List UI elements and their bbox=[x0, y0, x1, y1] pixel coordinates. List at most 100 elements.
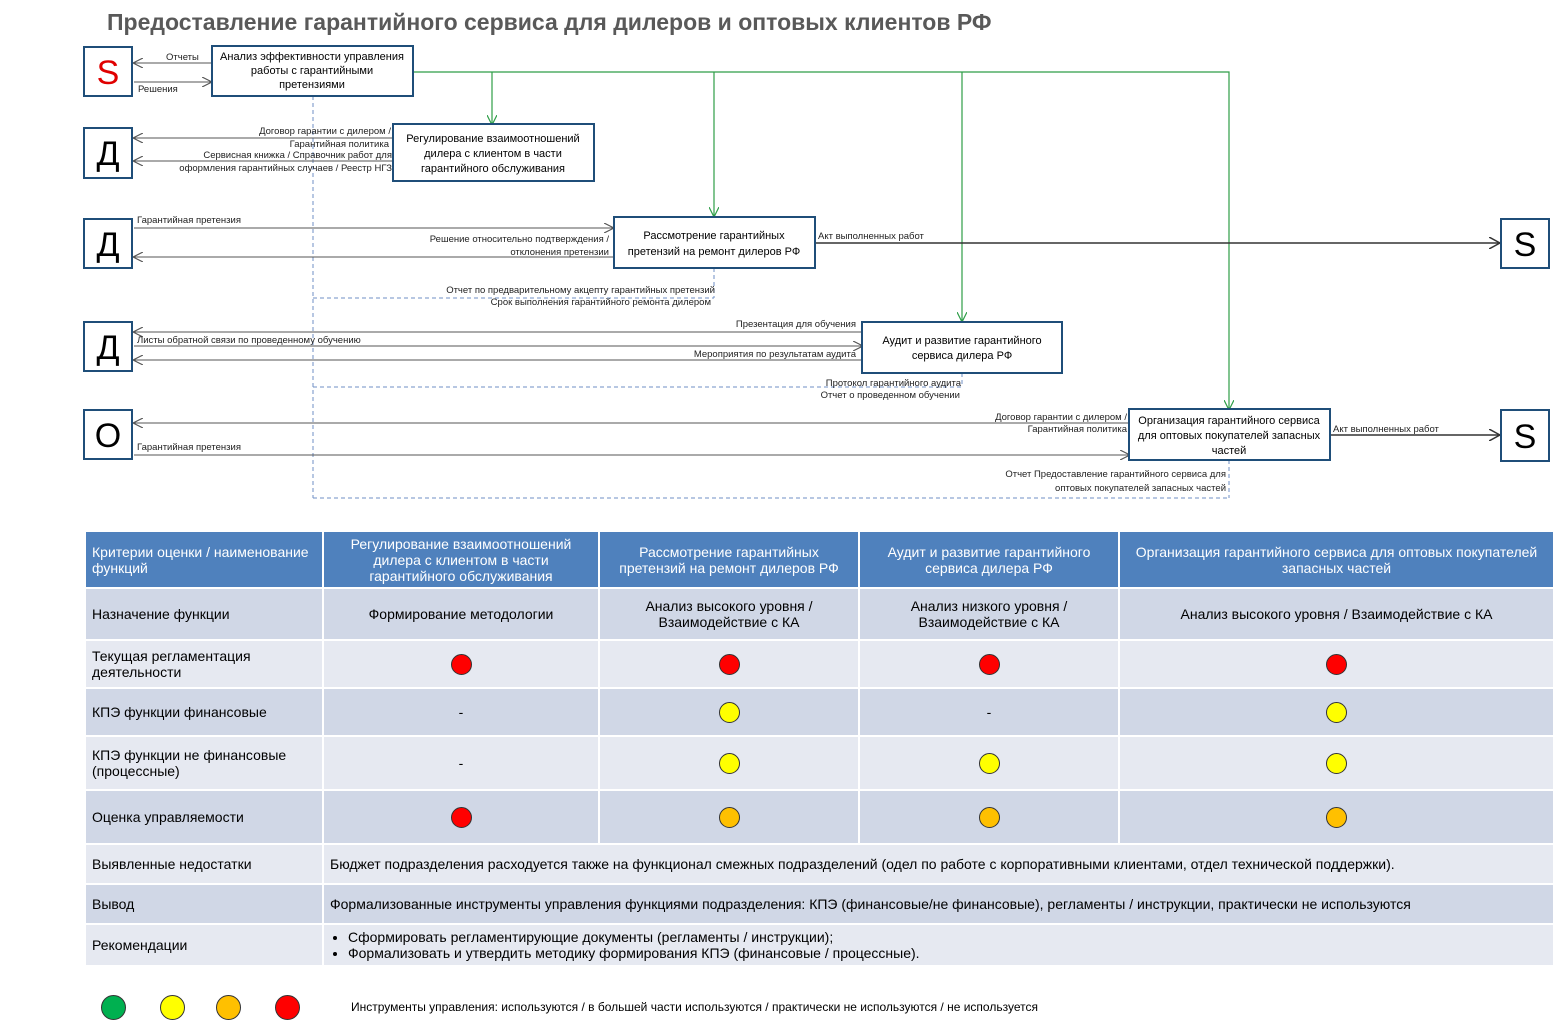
label-contract1: Договор гарантии с дилером / bbox=[259, 126, 391, 137]
label-reports: Отчеты bbox=[166, 52, 199, 63]
label-report-preaccept: Отчет по предварительному акцепту гарант… bbox=[446, 285, 715, 296]
label-act2: Акт выполненных работ bbox=[1333, 424, 1440, 435]
box-analysis-line1: Анализ эффективности управления bbox=[220, 51, 404, 63]
box-regulation-line2: дилера с клиентом в части bbox=[424, 148, 562, 160]
header-criteria: Критерии оценки / наименование функций bbox=[86, 532, 322, 587]
label-claim1: Гарантийная претензия bbox=[137, 215, 241, 226]
label-feedback: Листы обратной связи по проведенному обу… bbox=[137, 335, 361, 346]
label-report-term: Срок выполнения гарантийного ремонта дил… bbox=[491, 297, 711, 308]
label-policy2: Гарантийная политика bbox=[1028, 424, 1128, 435]
box-wholesale-line1: Организация гарантийного сервиса bbox=[1138, 415, 1320, 427]
row-regulation-label: Текущая регламентация деятельности bbox=[86, 641, 322, 687]
purpose-cell: Анализ низкого уровня / Взаимодействие с… bbox=[860, 589, 1118, 639]
status-cell bbox=[860, 737, 1118, 789]
label-decision-reject: отклонения претензии bbox=[510, 247, 609, 258]
row-kpi-financial-label: КПЭ функции финансовые bbox=[86, 689, 322, 735]
status-dot-red bbox=[450, 653, 472, 675]
row-recommendations-label: Рекомендации bbox=[86, 925, 322, 965]
label-decisions: Решения bbox=[138, 84, 178, 95]
label-presentation: Презентация для обучения bbox=[736, 319, 856, 330]
status-cell: - bbox=[860, 689, 1118, 735]
label-policy1: Гарантийная политика bbox=[290, 139, 390, 150]
recommendations-cell: Сформировать регламентирующие документы … bbox=[324, 925, 1553, 965]
status-dot-yellow bbox=[718, 701, 740, 723]
status-row: КПЭ функции финансовые - - bbox=[86, 689, 1553, 735]
status-dot-orange bbox=[718, 806, 740, 828]
row-manageability-label: Оценка управляемости bbox=[86, 791, 322, 843]
function-boxes bbox=[211, 45, 1331, 461]
dashed-feedback-lines bbox=[312, 96, 1230, 499]
label-report-training: Отчет о проведенном обучении bbox=[821, 390, 960, 401]
label-protocol: Протокол гарантийного аудита bbox=[826, 378, 962, 389]
legend-text: Инструменты управления: используются / в… bbox=[351, 1000, 1038, 1014]
legend-dot-orange bbox=[216, 995, 241, 1020]
status-cell bbox=[860, 641, 1118, 687]
actor-o: О bbox=[95, 417, 121, 455]
page-title: Предоставление гарантийного сервиса для … bbox=[107, 9, 992, 35]
box-wholesale-line3: частей bbox=[1212, 445, 1247, 457]
header-regulation: Регулирование взаимоотношений дилера с к… bbox=[324, 532, 598, 587]
status-dot-yellow bbox=[1326, 752, 1347, 774]
purpose-cell: Анализ высокого уровня / Взаимодействие … bbox=[600, 589, 858, 639]
row-purpose-label: Назначение функции bbox=[86, 589, 322, 639]
row-kpi-nonfinancial-label: КПЭ функции не финансовые (процессные) bbox=[86, 737, 322, 789]
box-analysis-line2: работы с гарантийными bbox=[251, 65, 373, 77]
output-arrows bbox=[815, 243, 1500, 435]
status-row: Оценка управляемости bbox=[86, 791, 1553, 843]
row-issues-label: Выявленные недостатки bbox=[86, 845, 322, 883]
status-dot-red bbox=[978, 653, 1000, 675]
status-cell bbox=[324, 641, 598, 687]
box-review-line1: Рассмотрение гарантийных bbox=[643, 230, 785, 242]
row-conclusion-label: Вывод bbox=[86, 885, 322, 923]
status-cell bbox=[600, 791, 858, 843]
status-dot-orange bbox=[1326, 806, 1347, 828]
status-dot-orange bbox=[978, 806, 1000, 828]
status-cell bbox=[600, 689, 858, 735]
header-wholesale: Организация гарантийного сервиса для опт… bbox=[1120, 532, 1553, 587]
header-audit: Аудит и развитие гарантийного сервиса ди… bbox=[860, 532, 1118, 587]
legend-dot-red bbox=[275, 995, 300, 1020]
status-row: КПЭ функции не финансовые (процессные) - bbox=[86, 737, 1553, 789]
status-cell: - bbox=[324, 737, 598, 789]
legend-dot-yellow bbox=[160, 995, 185, 1020]
status-cell bbox=[600, 737, 858, 789]
label-measures: Мероприятия по результатам аудита bbox=[694, 349, 857, 360]
box-regulation-line1: Регулирование взаимоотношений bbox=[406, 133, 579, 145]
purpose-cell: Анализ высокого уровня / Взаимодействие … bbox=[1120, 589, 1553, 639]
box-audit-line1: Аудит и развитие гарантийного bbox=[882, 335, 1041, 347]
purpose-cell: Формирование методологии bbox=[324, 589, 598, 639]
status-cell: - bbox=[324, 689, 598, 735]
label-service-book: Сервисная книжка / Справочник работ для bbox=[203, 150, 392, 161]
process-diagram: S Д Д Д О S S Анализ эффективности управ… bbox=[83, 45, 1550, 499]
status-cell bbox=[600, 641, 858, 687]
actor-s-top: S bbox=[97, 54, 120, 92]
label-claim2: Гарантийная претензия bbox=[137, 442, 241, 453]
actor-d2: Д bbox=[96, 226, 119, 264]
status-cell bbox=[1120, 689, 1553, 735]
label-report-wholesale2: оптовых покупателей запасных частей bbox=[1055, 483, 1226, 494]
status-cell bbox=[1120, 791, 1553, 843]
actor-s-right1: S bbox=[1514, 226, 1537, 264]
label-contract2: Договор гарантии с дилером / bbox=[995, 412, 1127, 423]
gray-arrows bbox=[134, 63, 1129, 455]
actor-d3: Д bbox=[96, 329, 119, 367]
status-row: Текущая регламентация деятельности bbox=[86, 641, 1553, 687]
label-act1: Акт выполненных работ bbox=[818, 231, 925, 242]
recommendation-item: Формализовать и утвердить методику форми… bbox=[348, 945, 1547, 961]
status-cell bbox=[1120, 737, 1553, 789]
actor-s-right2: S bbox=[1514, 418, 1537, 456]
box-wholesale-line2: для оптовых покупателей запасных bbox=[1138, 430, 1321, 442]
status-cell bbox=[1120, 641, 1553, 687]
status-dot-red bbox=[450, 806, 472, 828]
conclusion-text: Формализованные инструменты управления ф… bbox=[324, 885, 1553, 923]
status-dot-red bbox=[1326, 653, 1347, 675]
actor-boxes bbox=[83, 46, 1550, 462]
actor-d1: Д bbox=[96, 135, 119, 173]
evaluation-table: Критерии оценки / наименование функций Р… bbox=[84, 530, 1555, 967]
recommendation-item: Сформировать регламентирующие документы … bbox=[348, 929, 1547, 945]
status-dot-yellow bbox=[718, 752, 740, 774]
status-cell bbox=[324, 791, 598, 843]
legend-dot-green bbox=[101, 995, 126, 1020]
box-analysis-line3: претензиями bbox=[279, 79, 345, 91]
status-dot-red bbox=[718, 653, 740, 675]
